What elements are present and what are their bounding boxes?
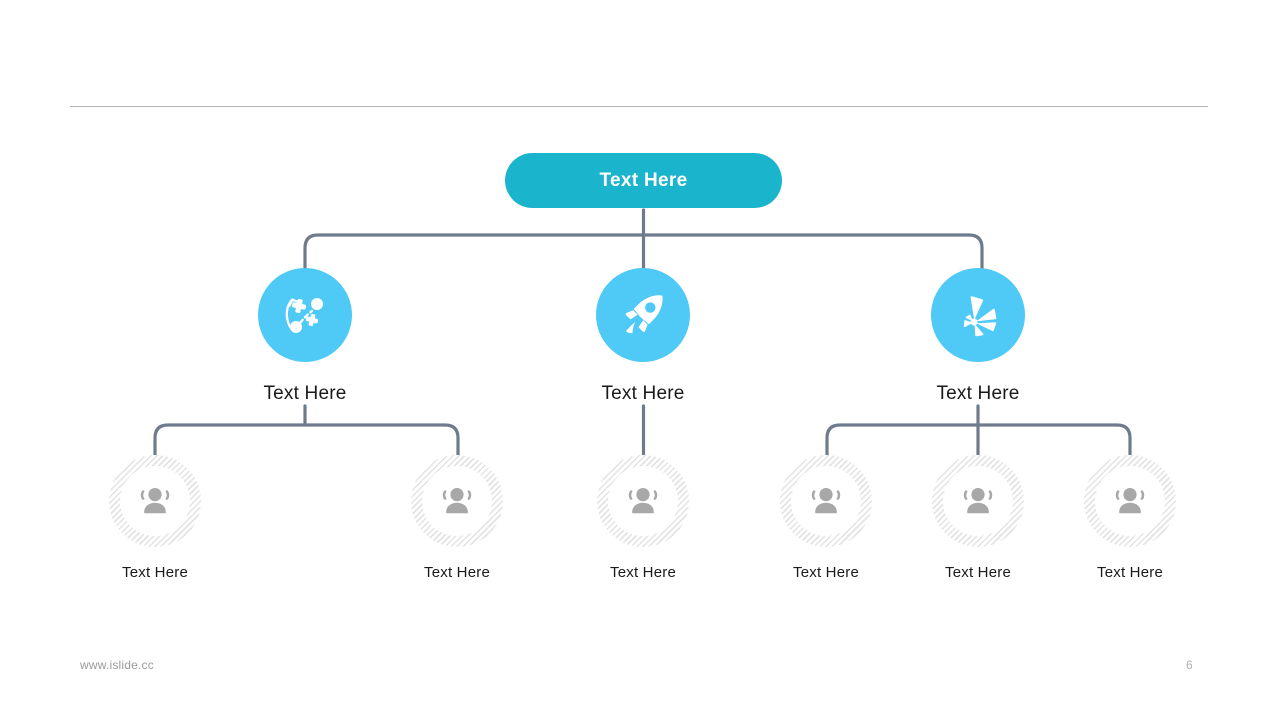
mid-node-3-circle[interactable] [931,268,1025,362]
leaf-node-5-ring[interactable] [932,455,1024,547]
mid-node-3-label: Text Here [936,383,1020,404]
leaf-node-5-label: Text Here [945,564,1011,581]
mid-node-1-circle[interactable] [258,268,352,362]
header-divider-rule [70,106,1208,107]
leaf-node-5[interactable]: Text Here [903,455,1053,581]
people-group-icon [811,488,841,514]
leaf-node-6[interactable]: Text Here [1055,455,1205,581]
leaf-node-6-label: Text Here [1097,564,1163,581]
leaf-node-2-label: Text Here [424,564,490,581]
people-group-icon [628,488,658,514]
leaf-node-1-label: Text Here [122,564,188,581]
leaf-node-6-ring[interactable] [1084,455,1176,547]
people-group-icon [140,488,170,514]
rocket-icon [625,295,663,334]
mid-node-2-circle[interactable] [596,268,690,362]
connector-level2-bracket-right [825,423,1132,457]
leaf-node-3-ring[interactable] [597,455,689,547]
footer-url: www.islide.cc [80,658,154,672]
people-group-icon [1115,488,1145,514]
pinwheel-burst-icon [963,296,997,337]
connector-level2-bracket-left [153,423,460,457]
root-node-label: Text Here [599,169,688,191]
mid-node-3[interactable]: Text Here [888,268,1068,405]
people-group-icon [963,488,993,514]
leaf-node-1[interactable]: Text Here [80,455,230,581]
leaf-node-2[interactable]: Text Here [382,455,532,581]
leaf-node-4[interactable]: Text Here [751,455,901,581]
mid-node-2[interactable]: Text Here [553,268,733,405]
mid-node-1-label: Text Here [263,383,347,404]
leaf-node-4-ring[interactable] [780,455,872,547]
page-number: 6 [1186,658,1193,672]
leaf-node-2-ring[interactable] [411,455,503,547]
people-group-icon [442,488,472,514]
strategy-tactics-icon [285,298,323,333]
mid-node-2-label: Text Here [601,383,685,404]
mid-node-1[interactable]: Text Here [215,268,395,405]
leaf-node-3[interactable]: Text Here [568,455,718,581]
leaf-node-3-label: Text Here [610,564,676,581]
connector-level1-bracket [303,233,984,270]
leaf-node-1-ring[interactable] [109,455,201,547]
leaf-node-4-label: Text Here [793,564,859,581]
root-node[interactable]: Text Here [505,153,782,208]
